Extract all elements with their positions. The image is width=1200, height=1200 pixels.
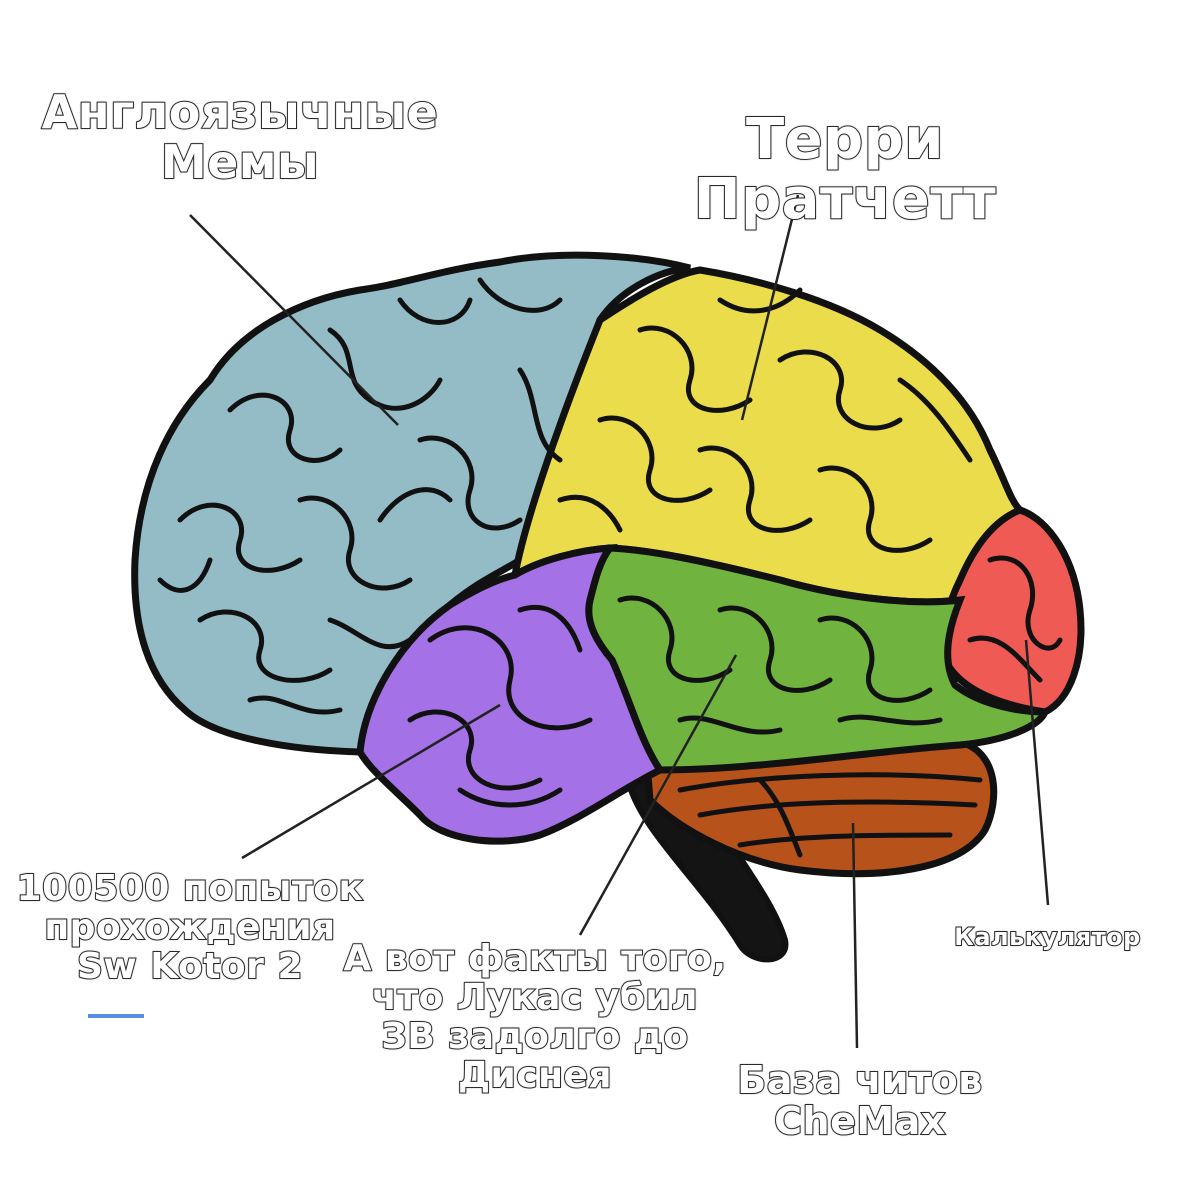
label-chemax: База читов CheMax (736, 1058, 983, 1144)
spellcheck-underline (88, 1014, 144, 1018)
pointer-chemax (851, 822, 859, 1049)
cerebellum-folia (677, 772, 983, 858)
pointer-lucas (578, 654, 738, 936)
occipital-gyri (967, 555, 1063, 683)
pointer-english-memes (189, 214, 399, 426)
occipital-region (940, 506, 1085, 716)
frontal-gyri (157, 277, 563, 715)
pointer-pratchett (740, 194, 800, 421)
label-english-memes: Англоязычные Мемы (41, 85, 439, 189)
purple-gyri (407, 604, 593, 808)
label-kotor: 100500 попыток прохождения Sw Kotor 2 (16, 868, 364, 987)
pointer-lines (189, 194, 1050, 1049)
frontal-region (131, 251, 691, 756)
parietal-gyri (557, 287, 973, 553)
label-lucas: А вот факты того, что Лукас убил ЗВ задо… (342, 938, 727, 1096)
pointer-calculator (1024, 639, 1050, 906)
label-calculator: Калькулятор (953, 923, 1141, 951)
pointer-kotor (241, 703, 501, 860)
temporal-gyri (617, 595, 943, 735)
label-pratchett: Терри Пратчетт (693, 107, 997, 233)
